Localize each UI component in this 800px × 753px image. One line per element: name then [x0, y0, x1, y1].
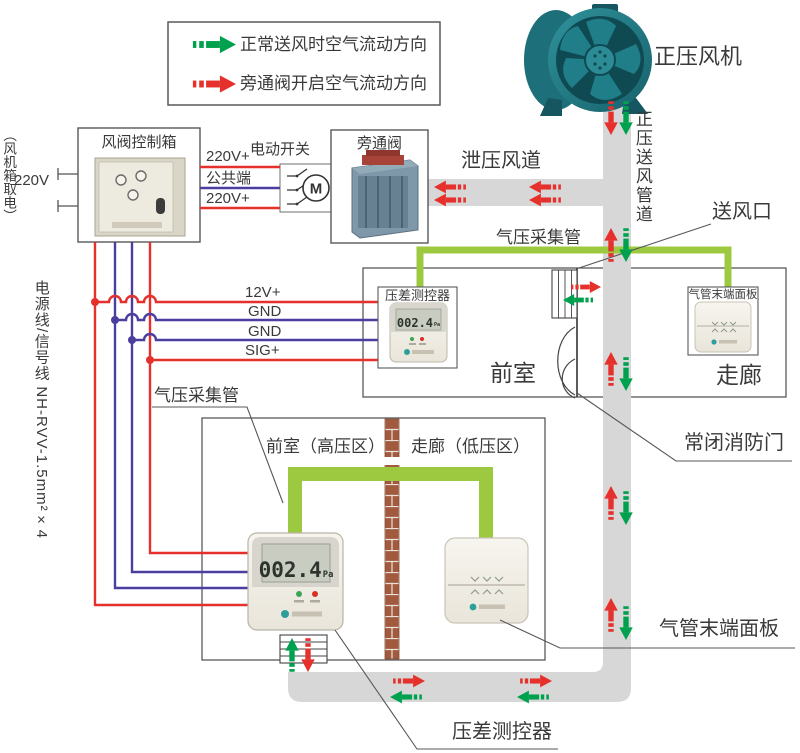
junction-dot: [91, 298, 99, 306]
leader-lines: [152, 223, 795, 750]
motor-symbol: [302, 174, 330, 202]
legend-normal-flow-label: 正常送风时空气流动方向: [240, 35, 427, 54]
flow-arrow: [192, 35, 236, 54]
flow-arrow: [563, 294, 593, 306]
mid-controller-title: 压差测控器: [384, 288, 450, 303]
bottom-panel-device: [444, 537, 529, 624]
flow-arrows: [192, 35, 633, 704]
mid-panel-device: [694, 301, 752, 353]
wire-label-common: 公共端: [206, 170, 252, 187]
junction-dot: [146, 356, 154, 364]
wire-label-sig: SIG+: [245, 342, 280, 359]
mid-room-right-label: 走廊: [716, 362, 762, 388]
bottom-room-left-label: 前室（高压区）: [266, 437, 385, 456]
air-outlet-grille: [551, 269, 578, 319]
brick-wall: [384, 418, 400, 660]
junction-dot: [128, 336, 136, 344]
flow-arrow: [393, 674, 425, 688]
electric-switch: M: [279, 163, 333, 213]
mid-controller-device: [389, 302, 448, 363]
bottom-controller-device: [247, 532, 344, 631]
damper-control-box: [77, 127, 201, 243]
flow-arrow: [434, 193, 466, 207]
wire-label-12v: 12V+: [245, 284, 281, 301]
flow-arrow: [604, 352, 618, 386]
wire-label-gnd-1: GND: [248, 303, 282, 320]
flow-arrow: [285, 638, 299, 672]
control-box-title: 风阀控制箱: [101, 134, 177, 151]
flow-arrow: [604, 598, 618, 632]
power-terminal-bracket: [57, 168, 78, 212]
flow-arrow: [434, 180, 466, 194]
flow-arrow: [604, 228, 618, 262]
mid-panel-title: 气管末端面板: [688, 289, 758, 301]
bypass-valve-title: 旁通阀: [356, 135, 402, 152]
flow-arrow: [619, 606, 633, 640]
relief-duct-label: 泄压风道: [461, 150, 541, 172]
wall-tube-gap: [384, 457, 400, 465]
wiring: [93, 165, 378, 607]
power-source-note: （风机箱取电）: [1, 128, 17, 223]
flow-arrow: [619, 101, 633, 135]
fire-door-callout: 常闭消防门: [684, 432, 784, 454]
wire-label-gnd-2: GND: [248, 323, 282, 340]
flow-arrow: [529, 180, 561, 194]
flow-arrow: [604, 101, 618, 135]
legend-box: [167, 21, 441, 106]
bottom-lcd-unit: Pa: [322, 570, 334, 580]
bottom-panel-callout: 气管末端面板: [659, 618, 779, 640]
mid-room-left-label: 前室: [490, 360, 536, 386]
flow-arrow: [301, 638, 315, 672]
wire-label-220v-1: 220V+: [206, 148, 250, 165]
sampling-tube-label-upper: 气压采集管: [496, 228, 581, 247]
bypass-valve-box: [330, 129, 429, 244]
sampling-tube-label-lower: 气压采集管: [154, 386, 239, 405]
flow-arrow: [517, 690, 549, 704]
flow-arrow: [604, 486, 618, 520]
bottom-controller-callout: 压差测控器: [452, 721, 552, 743]
bottom-room-right-label: 走廊（低压区）: [411, 437, 530, 456]
motor-letter: M: [310, 181, 323, 198]
junction-dot: [111, 316, 119, 324]
sampling-tube-lower: [288, 467, 493, 540]
flow-arrow: [192, 75, 236, 93]
mid-lcd-unit: Pa: [434, 322, 441, 328]
fan-label: 正压风机: [654, 44, 743, 69]
bottom-lcd-value: 002.4: [258, 558, 322, 582]
switch-title: 电动开关: [250, 141, 311, 158]
flow-arrow: [619, 357, 633, 391]
power-voltage-label: 220V: [14, 172, 50, 189]
legend-bypass-flow-label: 旁通阀开启空气流动方向: [240, 74, 427, 93]
flow-arrow: [571, 281, 601, 293]
supply-duct-label: 正压送风管道: [632, 110, 652, 224]
pressurization-fan: [524, 4, 652, 116]
air-outlet-callout: 送风口: [712, 201, 772, 223]
cable-spec-label: 电源线/信号线 NH-RVV-1.5mm²×4: [32, 280, 50, 539]
wire-label-220v-2: 220V+: [206, 190, 250, 207]
flow-arrow: [529, 193, 561, 207]
sampling-tube-upper: [416, 246, 732, 287]
flow-arrow: [619, 228, 633, 262]
flow-arrow: [520, 674, 552, 688]
mid-lcd-value: 002.4: [396, 316, 434, 330]
flow-arrow: [390, 690, 422, 704]
flow-arrow: [619, 491, 633, 525]
fire-door-swing: [557, 326, 576, 399]
